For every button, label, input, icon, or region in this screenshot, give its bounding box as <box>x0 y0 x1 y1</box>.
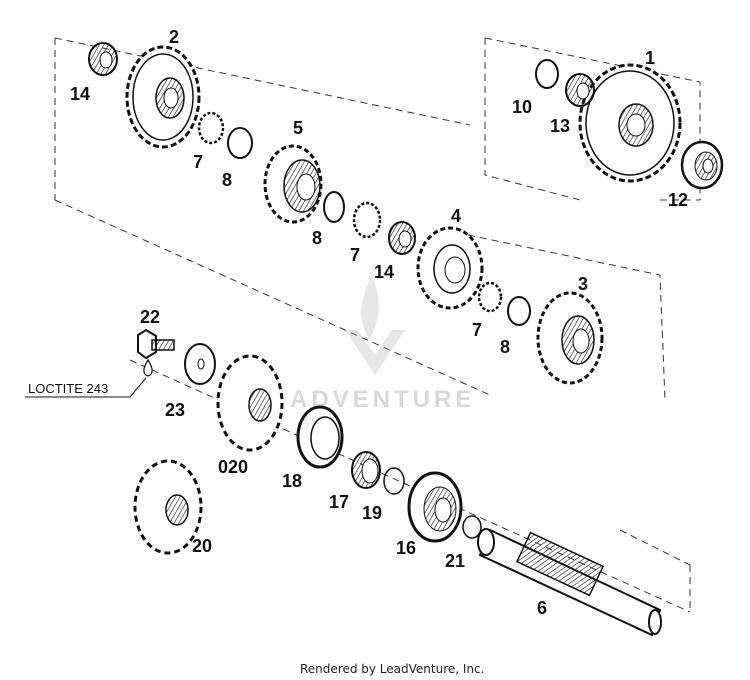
watermark-logo <box>345 275 405 375</box>
shaft-6 <box>477 528 662 637</box>
label-4: 4 <box>451 206 461 226</box>
loctite-callout: LOCTITE 243 <box>25 377 147 398</box>
label-23: 23 <box>165 400 185 420</box>
footer-credit: Rendered by LeadVenture, Inc. <box>300 662 484 676</box>
washer-23 <box>184 343 216 385</box>
o-ring-19 <box>383 467 405 495</box>
label-17: 17 <box>329 492 349 512</box>
label-13: 13 <box>550 116 570 136</box>
label-12: 12 <box>668 190 688 210</box>
label-8-middle: 8 <box>312 228 322 248</box>
label-8-right: 8 <box>500 337 510 357</box>
sprocket-20 <box>133 459 203 555</box>
washer-7-right <box>477 281 503 313</box>
label-7-right: 7 <box>472 320 482 340</box>
label-16: 16 <box>396 538 416 558</box>
label-14-middle: 14 <box>374 262 394 282</box>
label-19: 19 <box>362 503 382 523</box>
label-2: 2 <box>169 27 179 47</box>
washer-10 <box>535 59 559 89</box>
label-7-middle: 7 <box>350 245 360 265</box>
label-18: 18 <box>282 471 302 491</box>
gear-3 <box>536 291 604 385</box>
label-8-top: 8 <box>222 170 232 190</box>
loctite-label: LOCTITE 243 <box>28 381 108 396</box>
washer-7-top <box>197 111 225 145</box>
circlip-8-top <box>227 127 253 159</box>
label-5: 5 <box>293 118 303 138</box>
label-20: 20 <box>192 536 212 556</box>
bearing-18 <box>296 405 344 469</box>
loctite-drop <box>143 358 153 377</box>
label-020: 020 <box>218 457 248 477</box>
label-22: 22 <box>140 307 160 327</box>
gear-2 <box>125 45 201 149</box>
ball-bearing-12 <box>680 140 724 190</box>
gear-5 <box>263 144 323 224</box>
gear-1 <box>578 63 682 183</box>
needle-bearing-13 <box>565 73 595 107</box>
needle-bearing-14-top <box>88 42 118 76</box>
circlip-8-right <box>507 296 531 326</box>
needle-bearing-14-middle <box>388 221 416 255</box>
bushing-17 <box>351 451 381 489</box>
label-3: 3 <box>578 274 588 294</box>
label-14-top: 14 <box>70 84 90 104</box>
o-ring-21 <box>462 515 482 539</box>
part-labels: 2 14 7 8 5 8 7 14 4 7 8 3 1 10 13 12 22 … <box>70 27 688 618</box>
circlip-8-middle <box>323 191 345 223</box>
bearing-16 <box>407 471 463 543</box>
washer-7-middle <box>352 201 382 239</box>
sprocket-020 <box>216 354 284 452</box>
gear-4 <box>416 226 484 310</box>
label-10: 10 <box>512 97 532 117</box>
bolt-22 <box>137 328 175 360</box>
label-7-top: 7 <box>193 152 203 172</box>
label-1: 1 <box>645 48 655 68</box>
label-21: 21 <box>445 551 465 571</box>
label-6: 6 <box>537 598 547 618</box>
